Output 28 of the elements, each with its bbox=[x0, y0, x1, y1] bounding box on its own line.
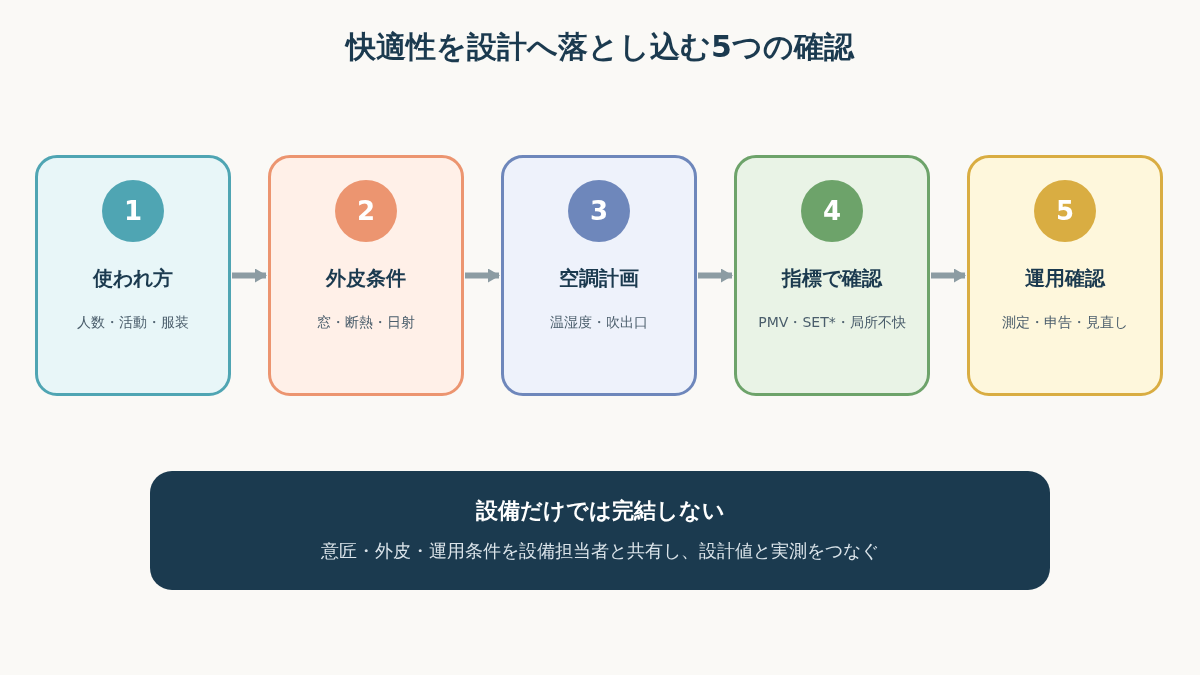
banner-heading: 設備だけでは完結しない bbox=[475, 497, 725, 525]
step-card bbox=[967, 155, 1163, 396]
page-title: 快適性を設計へ落とし込む5つの確認 bbox=[346, 28, 854, 66]
step-heading: 空調計画 bbox=[559, 265, 639, 292]
step-card bbox=[734, 155, 930, 396]
step-details: 温湿度・吹出口 bbox=[550, 313, 648, 332]
step-number-badge: 5 bbox=[1034, 180, 1096, 242]
step-card bbox=[268, 155, 464, 396]
step-number-badge: 3 bbox=[568, 180, 630, 242]
summary-banner bbox=[150, 471, 1050, 590]
step-details: PMV・SET*・局所不快 bbox=[758, 313, 906, 332]
arrow bbox=[465, 268, 500, 283]
step-card bbox=[501, 155, 697, 396]
step-card bbox=[35, 155, 231, 396]
step-heading: 指標で確認 bbox=[782, 265, 882, 292]
arrow bbox=[931, 268, 966, 283]
step-details: 測定・申告・見直し bbox=[1002, 313, 1128, 332]
step-number-badge: 4 bbox=[801, 180, 863, 242]
step-heading: 運用確認 bbox=[1025, 265, 1105, 292]
step-details: 人数・活動・服装 bbox=[77, 313, 189, 332]
banner-text: 意匠・外皮・運用条件を設備担当者と共有し、設計値と実測をつなぐ bbox=[321, 539, 879, 563]
step-details: 窓・断熱・日射 bbox=[317, 313, 415, 332]
step-number-badge: 2 bbox=[335, 180, 397, 242]
arrow bbox=[232, 268, 267, 283]
step-number-badge: 1 bbox=[102, 180, 164, 242]
arrow bbox=[698, 268, 733, 283]
step-heading: 使われ方 bbox=[93, 265, 173, 292]
step-heading: 外皮条件 bbox=[326, 265, 406, 292]
